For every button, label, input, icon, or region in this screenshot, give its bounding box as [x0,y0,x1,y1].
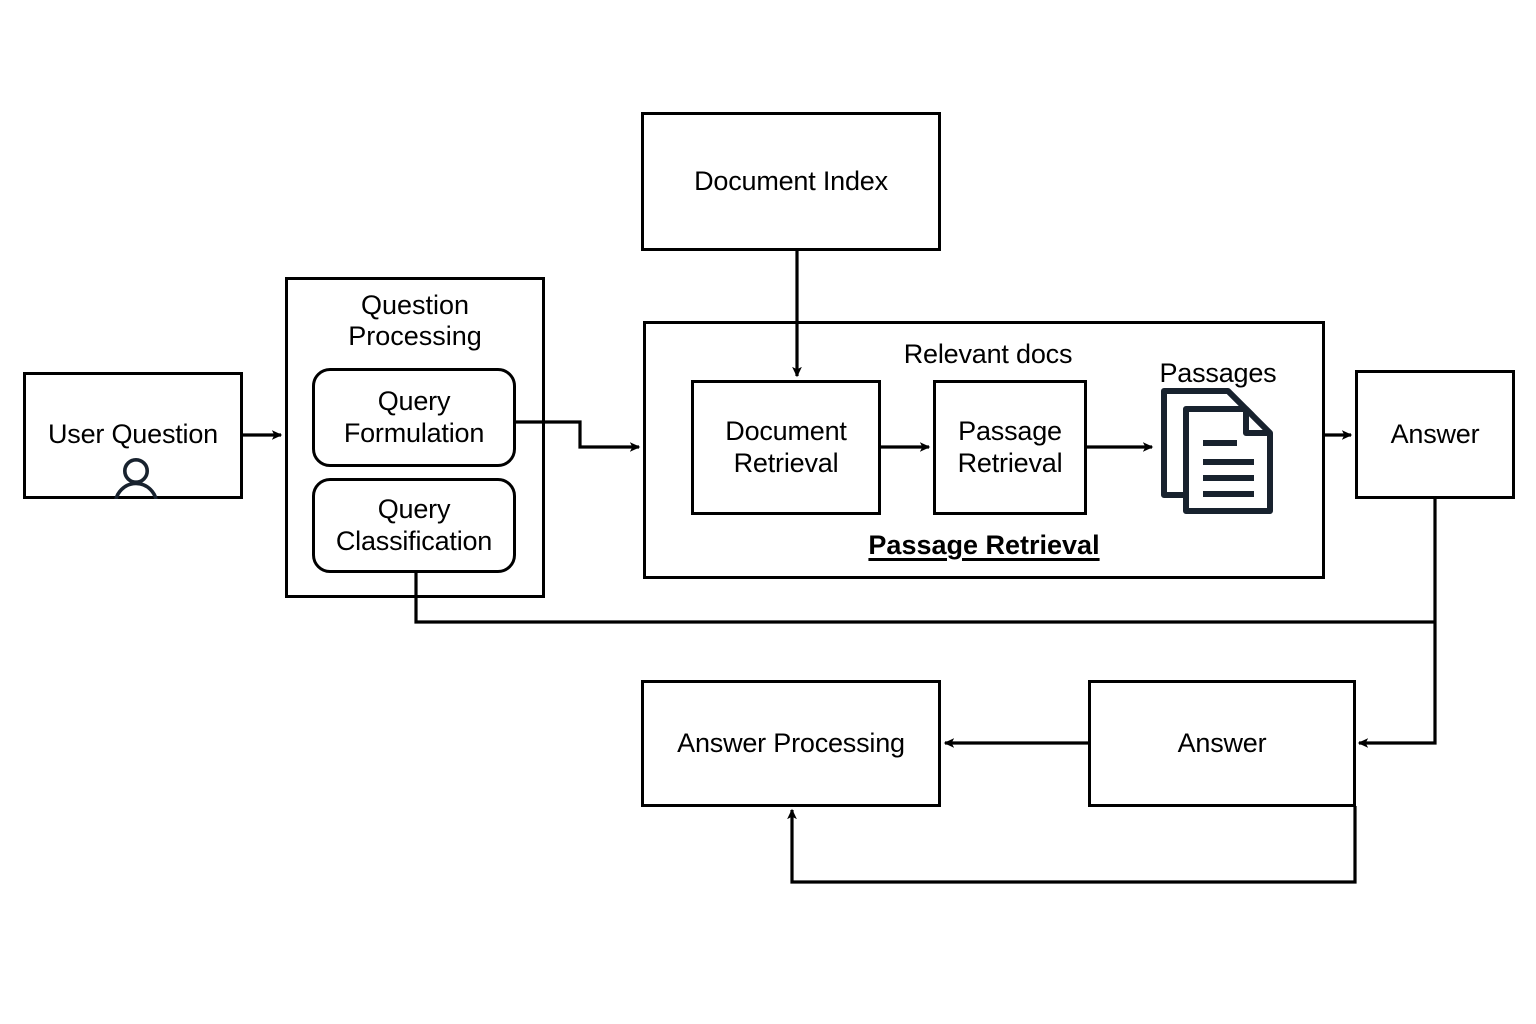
node-question-processing-label: Question Processing [348,290,482,352]
node-user-question[interactable]: User Question [23,372,243,499]
edge-query-classification-to-answer-bottom [414,572,1435,624]
edge-answer-bottom-feedback-loop [787,806,1357,884]
node-passage-retrieval-label: Passage Retrieval [957,416,1063,478]
node-answer-processing-label: Answer Processing [677,727,905,758]
node-question-processing[interactable]: Question Processing [285,277,545,598]
node-document-index-label: Document Index [694,165,888,196]
edge-query-formulation-to-passage-retrieval [515,420,641,452]
node-answer-bottom[interactable]: Answer [1088,680,1356,807]
node-answer-top-label: Answer [1390,418,1480,449]
node-passage-retrieval-group[interactable] [643,321,1325,579]
node-answer-top[interactable]: Answer [1355,370,1515,499]
node-query-classification[interactable]: Query Classification [312,478,516,573]
edge-label-relevant-docs: Relevant docs [903,339,1073,369]
node-document-retrieval[interactable]: Document Retrieval [691,380,881,515]
node-query-classification-label: Query Classification [335,494,493,556]
node-user-question-label: User Question [48,419,218,449]
node-query-formulation[interactable]: Query Formulation [312,368,516,467]
node-document-retrieval-label: Document Retrieval [725,416,847,478]
documents-stack-icon [1158,385,1283,517]
node-query-formulation-label: Query Formulation [343,386,485,448]
node-passage-retrieval[interactable]: Passage Retrieval [933,380,1087,515]
user-person-icon [110,457,162,499]
edge-answer-top-to-answer-bottom [1357,498,1437,748]
node-answer-processing[interactable]: Answer Processing [641,680,941,807]
node-passage-retrieval-group-label: Passage Retrieval [868,530,1100,560]
edge-label-passages: Passages [1159,358,1277,388]
node-answer-bottom-label: Answer [1177,727,1267,758]
node-document-index[interactable]: Document Index [641,112,941,251]
